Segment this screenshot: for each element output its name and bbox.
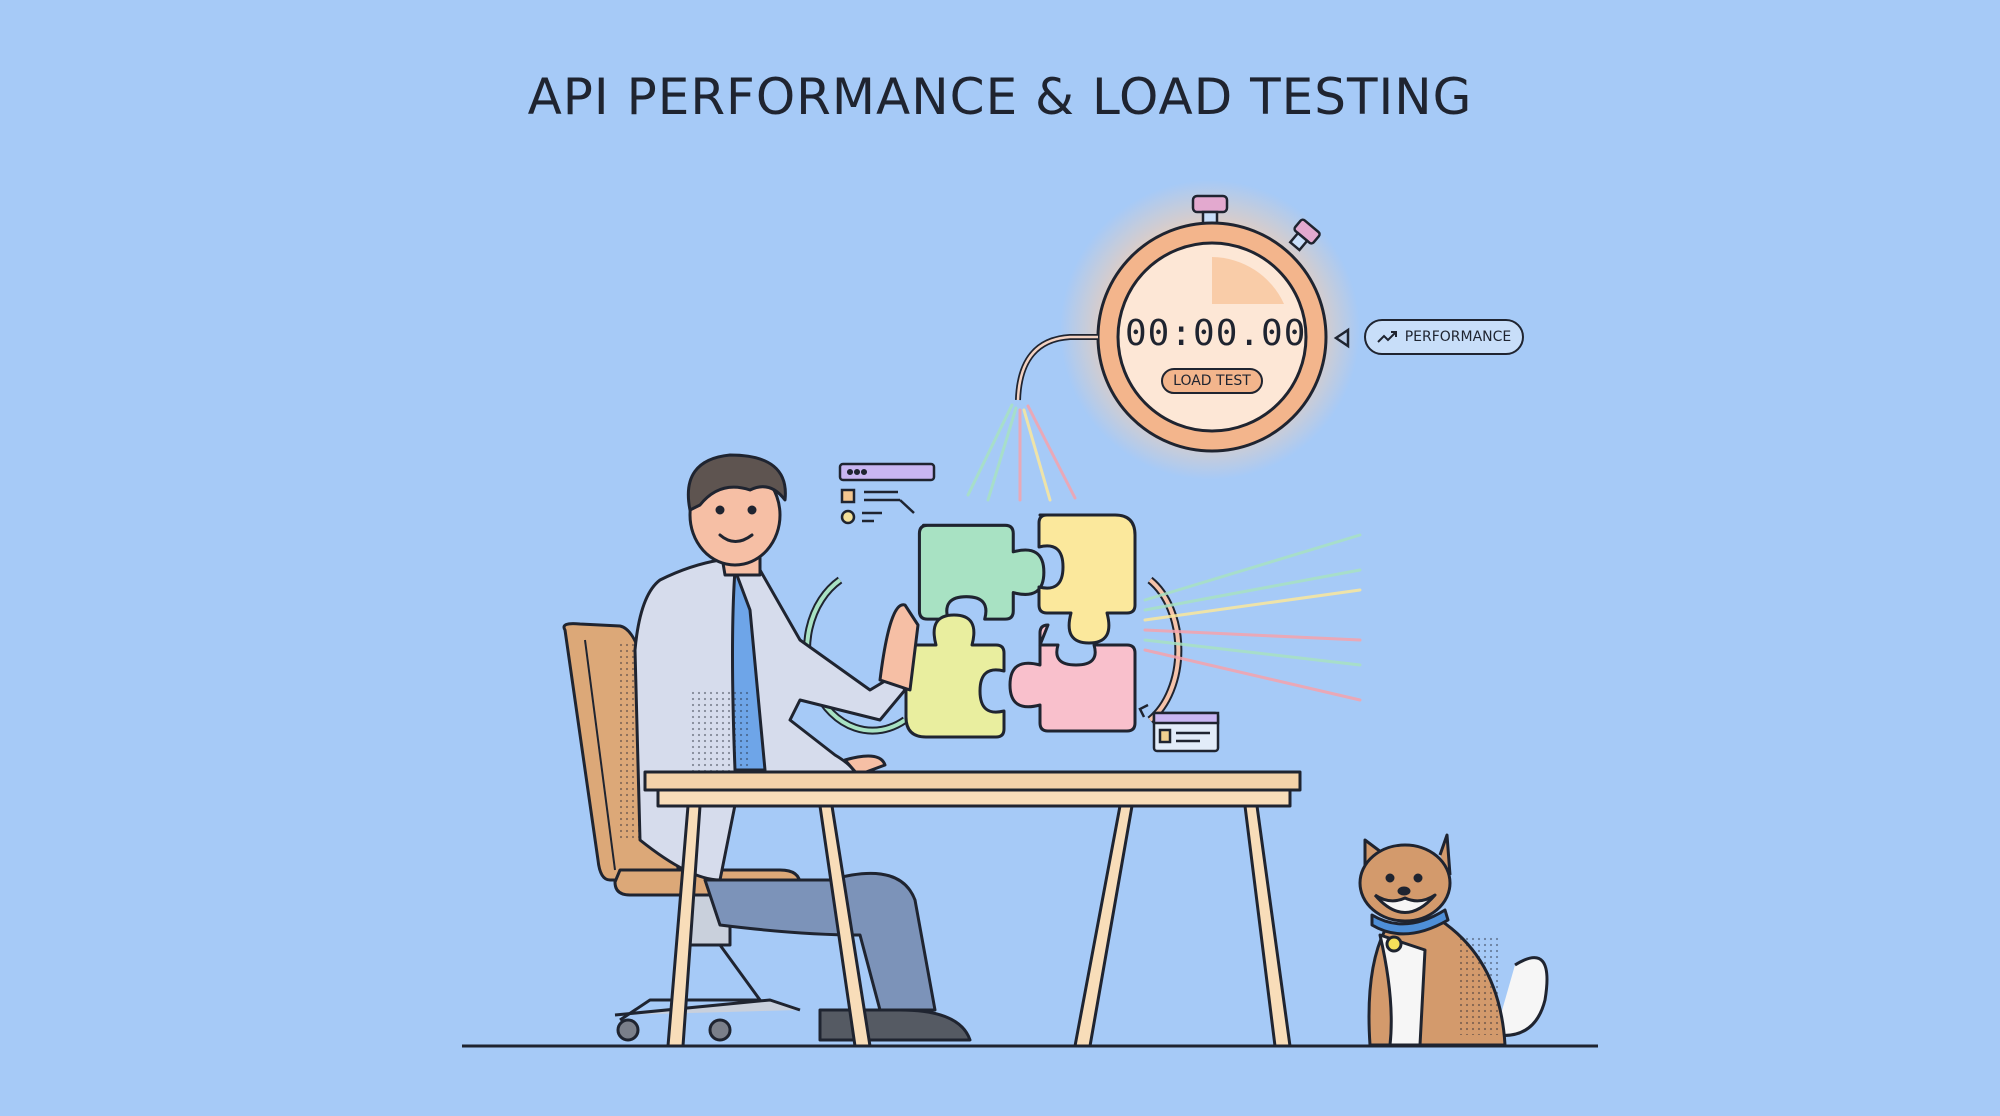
- desk: [643, 770, 1302, 1048]
- stopwatch-top-button: [1191, 194, 1229, 214]
- shiba-dog: [1358, 833, 1549, 1047]
- code-card-top: [838, 462, 936, 525]
- page-title: API PERFORMANCE & LOAD TESTING: [527, 68, 1473, 126]
- load-test-button[interactable]: LOAD TEST: [1161, 368, 1263, 394]
- puzzle-piece-top-right: [1037, 513, 1137, 645]
- performance-label: PERFORMANCE: [1404, 329, 1512, 345]
- puzzle-piece-top-left: [917, 523, 1046, 621]
- puzzle-piece-bottom-right: [1008, 623, 1137, 733]
- stopwatch-time: 00:00.00: [1125, 313, 1307, 354]
- code-card-bottom: [1138, 703, 1220, 753]
- performance-badge[interactable]: PERFORMANCE: [1364, 319, 1524, 355]
- trending-up-icon: [1376, 331, 1397, 343]
- puzzle: [803, 513, 1362, 739]
- load-test-label: LOAD TEST: [1173, 373, 1251, 389]
- puzzle-piece-bottom-left: [904, 613, 1006, 739]
